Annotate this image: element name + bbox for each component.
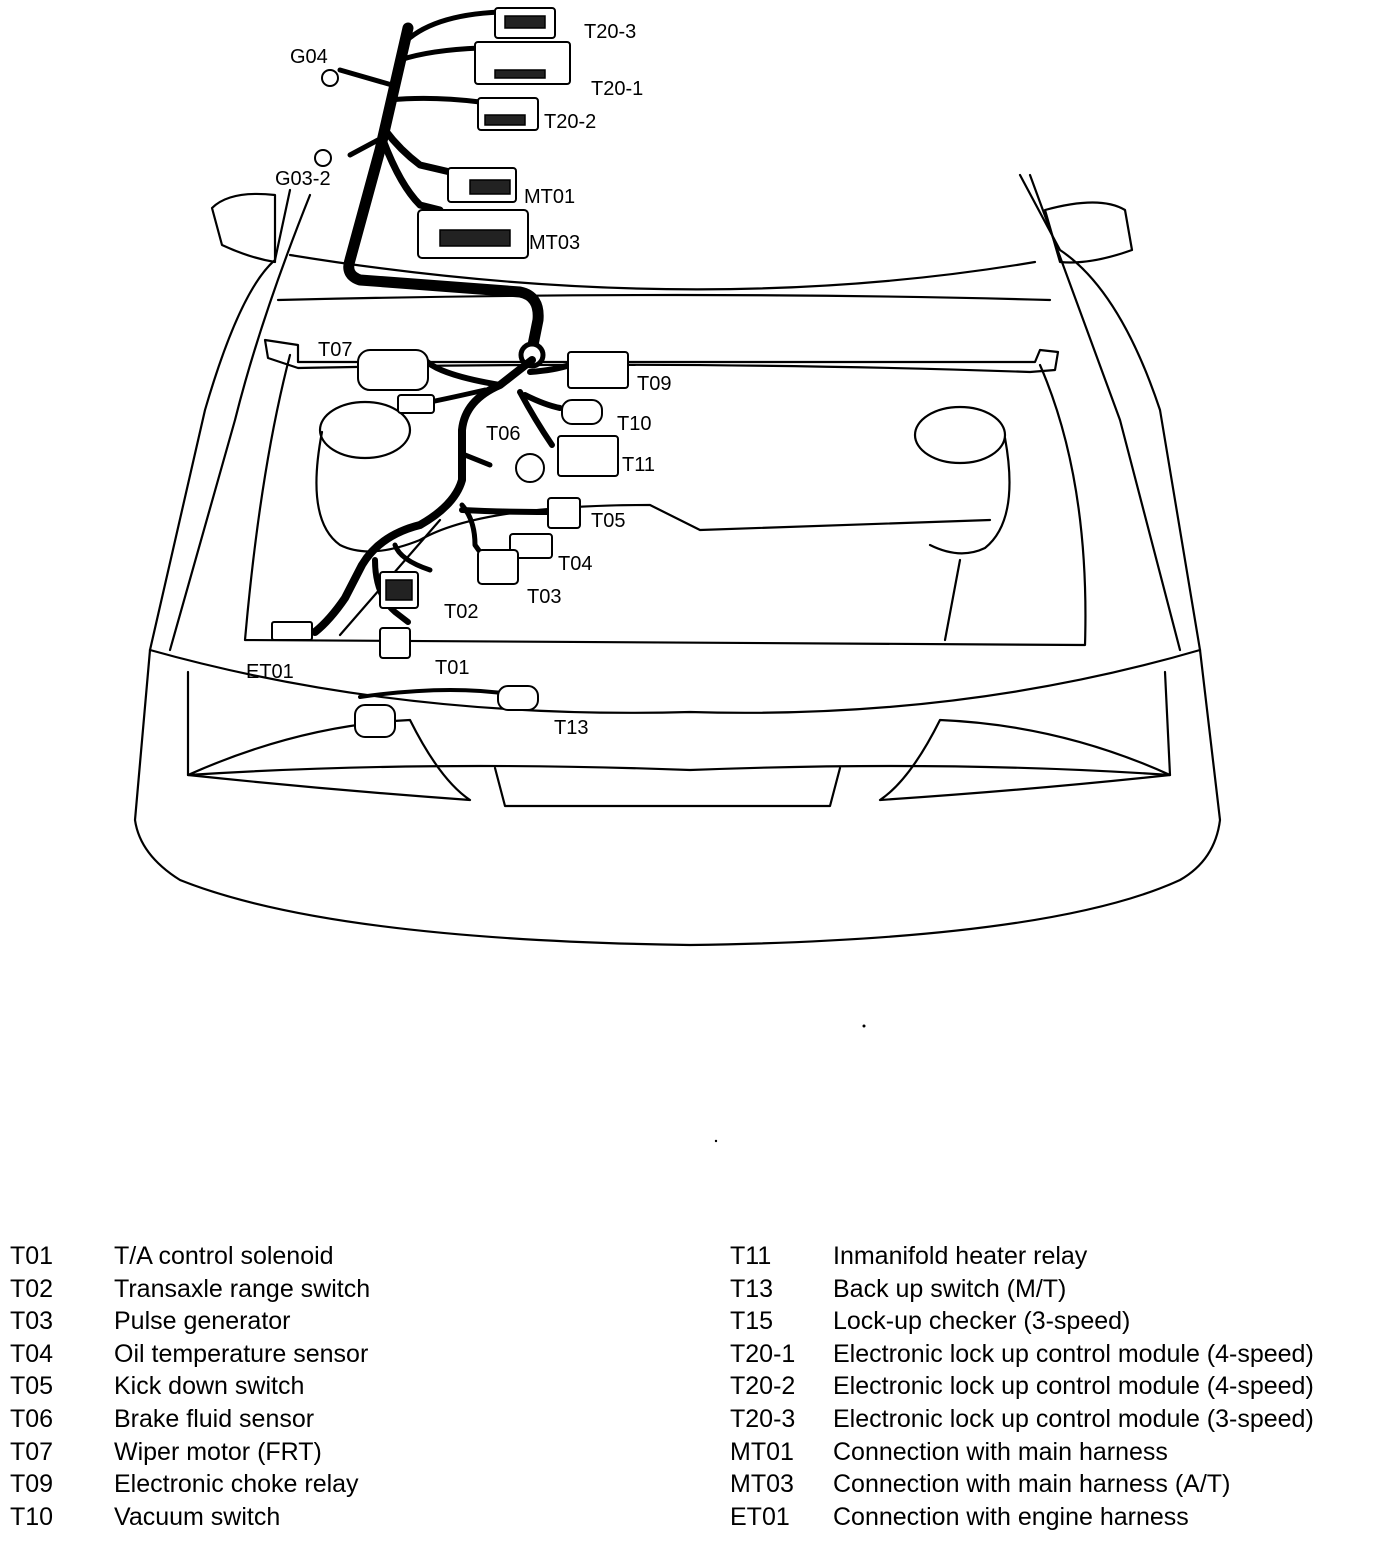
- callout-labels: T20-3 G04 T20-1 T20-2 G03-2 MT01 MT03 T0…: [246, 21, 671, 739]
- legend-code: T10: [10, 1502, 54, 1531]
- legend-code: T01: [10, 1242, 54, 1270]
- legend-desc: Oil temperature sensor: [114, 1339, 369, 1368]
- legend-code: T04: [10, 1339, 54, 1368]
- legend-row: T20-2 Electronic lock up control module (…: [730, 1370, 1314, 1403]
- label-T09: T09: [637, 373, 671, 395]
- legend-row: T10 Vacuum switch: [10, 1501, 370, 1534]
- legend-code: T05: [10, 1372, 54, 1401]
- label-T07: T07: [318, 339, 352, 361]
- legend-desc: Electronic choke relay: [114, 1470, 359, 1499]
- legend-desc: Lock-up checker (3-speed): [833, 1307, 1131, 1336]
- legend-code: T11: [730, 1242, 772, 1270]
- harness-diagram: T20-3 G04 T20-1 T20-2 G03-2 MT01 MT03 T0…: [133, 7, 1222, 1143]
- legend-desc: T/A control solenoid: [114, 1242, 334, 1270]
- legend-desc: Wiper motor (FRT): [114, 1437, 322, 1466]
- label-T06: T06: [486, 423, 520, 445]
- legend-desc: Inmanifold heater relay: [833, 1242, 1088, 1270]
- legend-left-column: T01 T/A control solenoid T02 Transaxle ran…: [10, 1240, 370, 1533]
- legend-row: T01 T/A control solenoid: [10, 1240, 370, 1273]
- legend-row: T02 Transaxle range switch: [10, 1273, 370, 1306]
- legend-row: T05 Kick down switch: [10, 1370, 370, 1403]
- label-MT01: MT01: [524, 186, 575, 208]
- legend-row: T20-1 Electronic lock up control module (…: [730, 1338, 1314, 1371]
- legend-row: T09 Electronic choke relay: [10, 1468, 370, 1501]
- legend-row: T04 Oil temperature sensor: [10, 1338, 370, 1371]
- label-T11: T11: [622, 454, 655, 476]
- legend-desc: Back up switch (M/T): [833, 1274, 1067, 1303]
- legend-desc: Electronic lock up control module (3-spe…: [833, 1404, 1314, 1433]
- legend-code: T03: [10, 1307, 54, 1336]
- legend-row: MT03 Connection with main harness (A/T): [730, 1468, 1314, 1501]
- legend-row: T15 Lock-up checker (3-speed): [730, 1305, 1314, 1338]
- label-T20-2: T20-2: [544, 111, 596, 133]
- legend-code: T09: [10, 1470, 54, 1499]
- legend-code: MT01: [730, 1437, 794, 1466]
- legend-code: T15: [730, 1307, 774, 1336]
- legend-code: ET01: [730, 1502, 790, 1531]
- legend-desc: Connection with engine harness: [833, 1502, 1189, 1531]
- legend-desc: Brake fluid sensor: [114, 1404, 315, 1433]
- legend-code: T20-3: [730, 1404, 796, 1433]
- connectors: [271, 7, 629, 738]
- legend-row: ET01 Connection with engine harness: [730, 1501, 1314, 1534]
- legend-code: T06: [10, 1404, 54, 1433]
- label-T04: T04: [558, 553, 592, 575]
- label-G04: G04: [290, 46, 328, 68]
- legend-desc: Transaxle range switch: [114, 1274, 371, 1303]
- speck: [862, 1024, 866, 1028]
- label-T02: T02: [444, 601, 478, 623]
- speck: [714, 1139, 718, 1143]
- legend-row: MT01 Connection with main harness: [730, 1436, 1314, 1469]
- label-T05: T05: [591, 510, 625, 532]
- label-G03-2: G03-2: [275, 168, 331, 190]
- legend-row: T06 Brake fluid sensor: [10, 1403, 370, 1436]
- legend-code: T02: [10, 1274, 54, 1303]
- legend-desc: Connection with main harness (A/T): [833, 1470, 1231, 1499]
- legend-right-column: T11 Inmanifold heater relay T13 Back up sw…: [730, 1240, 1314, 1533]
- label-T01: T01: [435, 657, 469, 679]
- legend-row: T07 Wiper motor (FRT): [10, 1436, 370, 1469]
- harness-main-trunk: [337, 9, 546, 369]
- legend-row: T11 Inmanifold heater relay: [730, 1240, 1314, 1273]
- label-T03: T03: [527, 586, 561, 608]
- label-ET01: ET01: [246, 661, 294, 683]
- legend-desc: Electronic lock up control module (4-spe…: [833, 1339, 1314, 1368]
- car-body-outline: [133, 173, 1222, 947]
- legend-code: T20-2: [730, 1372, 796, 1401]
- legend-code: T13: [730, 1274, 774, 1303]
- legend-row: T13 Back up switch (M/T): [730, 1273, 1314, 1306]
- legend-desc: Vacuum switch: [114, 1502, 281, 1531]
- legend-desc: Electronic lock up control module (4-spe…: [833, 1372, 1314, 1401]
- label-T20-1: T20-1: [591, 78, 643, 100]
- legend-code: T20-1: [730, 1339, 796, 1368]
- legend-row: T20-3 Electronic lock up control module (…: [730, 1403, 1314, 1436]
- legend-code: T07: [10, 1437, 54, 1466]
- label-MT03: MT03: [529, 232, 580, 254]
- legend-row: T03 Pulse generator: [10, 1305, 370, 1338]
- label-T13: T13: [554, 717, 588, 739]
- label-T10: T10: [617, 413, 651, 435]
- legend-desc: Pulse generator: [114, 1307, 291, 1336]
- legend-desc: Connection with main harness: [833, 1437, 1168, 1466]
- legend-code: MT03: [730, 1470, 794, 1499]
- legend-desc: Kick down switch: [114, 1372, 305, 1401]
- label-T20-3: T20-3: [584, 21, 636, 43]
